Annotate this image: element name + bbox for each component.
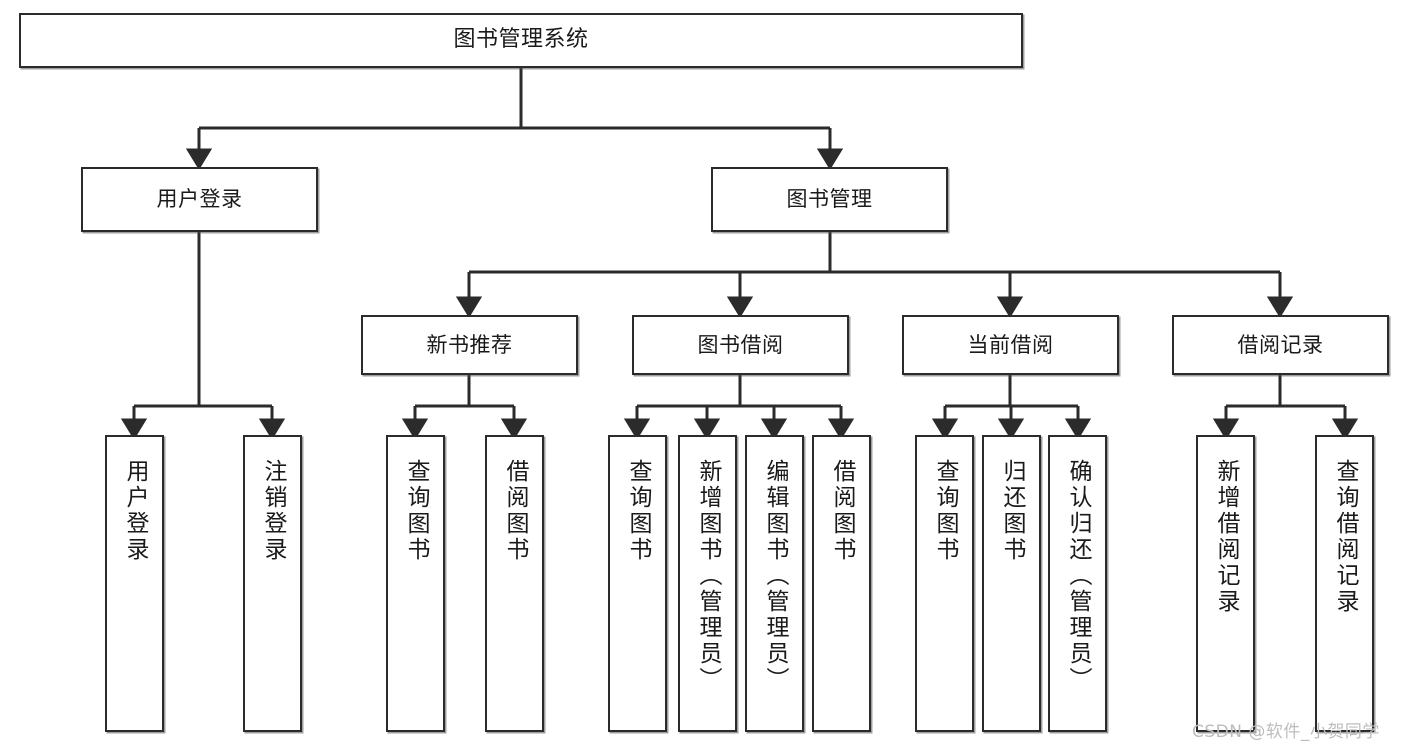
node-label: 归还图书 <box>999 459 1025 563</box>
node-label: 当前借阅 <box>967 332 1054 357</box>
node-label: 用户登录 <box>156 187 243 212</box>
csdn-watermark: CSDN @软件_小贺同学 <box>1192 722 1380 742</box>
node-book-management[interactable]: 图书管理 <box>711 167 948 232</box>
node-label: 图书借阅 <box>697 332 784 357</box>
node-root-system[interactable]: 图书管理系统 <box>19 13 1023 68</box>
node-label: 图书管理系统 <box>453 27 589 53</box>
leaf-records-query-record[interactable]: 查询借阅记录 <box>1315 435 1374 732</box>
node-label: 用户登录 <box>122 459 148 563</box>
node-book-borrow[interactable]: 图书借阅 <box>632 315 849 375</box>
node-label: 借阅图书 <box>829 459 855 563</box>
node-current-borrow[interactable]: 当前借阅 <box>902 315 1119 375</box>
leaf-current-confirm-return-admin[interactable]: 确认归还（管理员） <box>1048 435 1107 732</box>
leaf-current-return-book[interactable]: 归还图书 <box>982 435 1041 732</box>
node-label: 图书管理 <box>786 187 873 212</box>
node-label: 查询借阅记录 <box>1332 459 1358 615</box>
node-label: 注销登录 <box>260 459 286 563</box>
leaf-current-query-book[interactable]: 查询图书 <box>915 435 974 732</box>
node-label: 确认归还（管理员） <box>1065 459 1091 693</box>
node-user-login[interactable]: 用户登录 <box>81 167 318 232</box>
leaf-borrow-borrow-book[interactable]: 借阅图书 <box>812 435 871 732</box>
leaf-records-add-record[interactable]: 新增借阅记录 <box>1196 435 1255 732</box>
leaf-user-login-signin[interactable]: 用户登录 <box>105 435 164 732</box>
node-label: 查询图书 <box>403 459 429 563</box>
leaf-borrow-add-book-admin[interactable]: 新增图书（管理员） <box>678 435 737 732</box>
leaf-new-books-borrow[interactable]: 借阅图书 <box>485 435 544 732</box>
leaf-user-login-signout[interactable]: 注销登录 <box>243 435 302 732</box>
node-label: 编辑图书（管理员） <box>762 459 788 693</box>
leaf-borrow-query-book[interactable]: 查询图书 <box>608 435 667 732</box>
node-label: 查询图书 <box>932 459 958 563</box>
node-label: 新增借阅记录 <box>1213 459 1239 615</box>
node-label: 新书推荐 <box>426 332 513 357</box>
node-label: 借阅记录 <box>1237 332 1324 357</box>
node-label: 新增图书（管理员） <box>695 459 721 693</box>
node-new-book-recommend[interactable]: 新书推荐 <box>361 315 578 375</box>
leaf-new-books-query[interactable]: 查询图书 <box>386 435 445 732</box>
node-label: 借阅图书 <box>502 459 528 563</box>
leaf-borrow-edit-book-admin[interactable]: 编辑图书（管理员） <box>745 435 804 732</box>
node-label: 查询图书 <box>625 459 651 563</box>
node-borrow-records[interactable]: 借阅记录 <box>1172 315 1389 375</box>
